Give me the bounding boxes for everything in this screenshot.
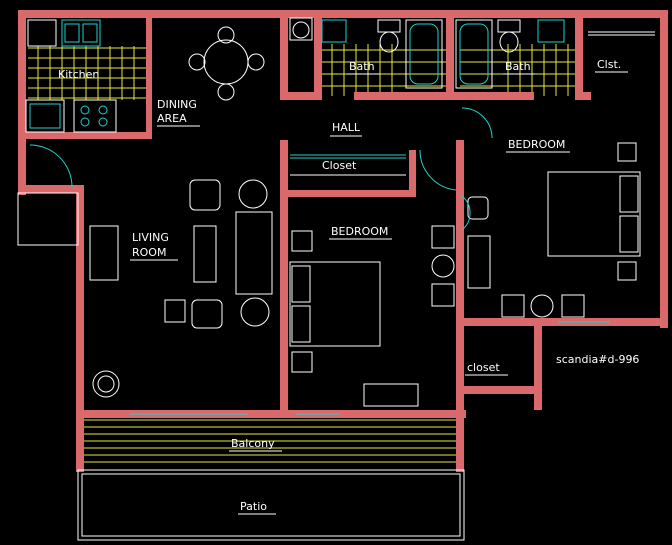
dining-table — [188, 26, 265, 101]
kitchen-appliances — [25, 19, 117, 133]
right-bedroom-furniture — [467, 142, 641, 318]
living-furniture — [89, 179, 273, 398]
kitchen-label: Kitchen — [58, 68, 99, 81]
plan-code-label: scandia#d-996 — [556, 353, 639, 366]
right-bedroom-label: BEDROOM — [508, 138, 565, 151]
balcony-decking — [84, 419, 456, 463]
center-bedroom-furniture — [289, 225, 455, 407]
bath-fixtures — [289, 17, 565, 89]
clst-label: Clst. — [597, 58, 621, 71]
patio-outline — [77, 469, 465, 541]
balcony-label: Balcony — [231, 437, 275, 450]
small-closet-label: closet — [467, 361, 500, 374]
hall-label: HALL — [332, 121, 361, 134]
entry-box — [17, 192, 79, 246]
bath1-tile-floor — [320, 44, 578, 96]
dining-label-line1: DINING — [157, 98, 197, 111]
kitchen-tile-floor — [28, 46, 146, 100]
bath2-label: Bath — [505, 60, 531, 73]
patio-label: Patio — [240, 500, 267, 513]
hall-closet-label: Closet — [322, 159, 357, 172]
center-bedroom-label: BEDROOM — [331, 225, 388, 238]
living-label-line2: ROOM — [132, 246, 166, 259]
dining-label-line2: AREA — [157, 112, 187, 125]
living-label-line1: LIVING — [132, 231, 169, 244]
bath1-label: Bath — [349, 60, 375, 73]
